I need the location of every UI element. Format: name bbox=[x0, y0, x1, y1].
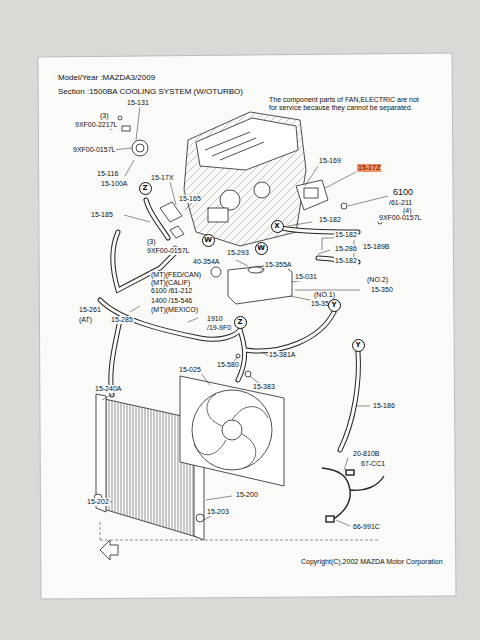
reference-circle: Y bbox=[352, 339, 365, 352]
copyright-text: Copyright(C),2002 MAZDA Motor Corporatio… bbox=[300, 558, 444, 566]
callout-number: 15-169 bbox=[318, 157, 342, 165]
callout-number: 6100 bbox=[392, 187, 414, 197]
callout-number: 67-CC1 bbox=[360, 460, 386, 468]
callout-number: 15-17Z bbox=[357, 164, 381, 172]
callout-number: /19-9F0 bbox=[206, 324, 232, 332]
header-text: Model/Year :MAZDA3/2009 bbox=[57, 73, 156, 82]
callout-number: 9XF00-0157L bbox=[146, 247, 190, 255]
callout-number: 15-031 bbox=[294, 273, 318, 281]
callout-number: (MT)(MEXICO) bbox=[150, 306, 199, 314]
callout-number: 9XF00-2217L bbox=[74, 121, 118, 129]
reference-circle: W bbox=[255, 242, 268, 255]
callout-number: /61-211 bbox=[388, 199, 413, 207]
reference-letter: Z bbox=[237, 318, 242, 326]
callout-number: 9XF00-0157L bbox=[72, 146, 116, 154]
reference-letter: X bbox=[274, 222, 279, 230]
callout-number: 15-580 bbox=[216, 361, 240, 369]
reference-letter: W bbox=[257, 244, 265, 252]
reference-letter: Y bbox=[331, 301, 336, 309]
callout-number: (3) bbox=[99, 112, 110, 120]
note-text: The component parts of FAN,ELECTRIC are … bbox=[268, 96, 420, 112]
callout-number: (NO.2) bbox=[366, 276, 389, 284]
callout-number: 15-189B bbox=[362, 243, 390, 251]
callout-number: 15-381A bbox=[268, 351, 296, 359]
reference-circle: Z bbox=[139, 182, 152, 195]
reference-circle: X bbox=[271, 220, 284, 233]
callout-number: 15-182 bbox=[318, 216, 342, 224]
callout-number: 15-350 bbox=[370, 286, 394, 294]
reference-circle: Y bbox=[328, 299, 341, 312]
callout-number: 15-100A bbox=[100, 180, 128, 188]
reference-circle: Z bbox=[234, 316, 247, 329]
callout-number: 1400 /15-546 bbox=[150, 297, 193, 305]
callout-number: 15-17X bbox=[150, 174, 175, 182]
callout-number: (MT)(CALIF) bbox=[150, 279, 191, 287]
callout-number: 15-182 bbox=[334, 231, 358, 239]
callout-number: 66-991C bbox=[352, 523, 381, 531]
callout-number: 15-202 bbox=[86, 498, 110, 506]
callout-number: (3) bbox=[146, 238, 157, 246]
callout-number: 15-182 bbox=[334, 257, 358, 265]
callout-number: 20-810B bbox=[352, 450, 380, 458]
callout-number: 15-261 bbox=[78, 306, 102, 314]
callout-number: 15-185 bbox=[90, 211, 114, 219]
callout-number: (NO.1) bbox=[313, 291, 336, 299]
callout-number: 15-286 bbox=[334, 245, 358, 253]
callout-number: 15-131 bbox=[126, 99, 150, 107]
callout-number: 9XF00-0157L bbox=[378, 214, 422, 222]
callout-number: 6100 /61-212 bbox=[150, 287, 193, 295]
reference-letter: Z bbox=[142, 184, 147, 192]
callout-number: 15-285 bbox=[110, 316, 134, 324]
reference-circle: W bbox=[202, 234, 215, 247]
callout-number: 15-203 bbox=[206, 508, 230, 516]
callout-number: 15-200 bbox=[235, 491, 259, 499]
header-text: Section :1500BA COOLING SYSTEM (W/OTURBO… bbox=[57, 87, 244, 96]
reference-letter: W bbox=[204, 236, 212, 244]
callout-number: 15-293 bbox=[226, 249, 250, 257]
callout-number: 15-116 bbox=[96, 170, 119, 178]
callout-number: 15-383 bbox=[252, 383, 276, 391]
callout-number: (AT) bbox=[78, 316, 93, 324]
callout-number: 15-025 bbox=[178, 366, 202, 374]
callout-number: 15-165 bbox=[178, 195, 202, 203]
callout-number: 1910 bbox=[206, 315, 224, 323]
callout-number: 15-186 bbox=[372, 402, 396, 410]
callout-number: 15-240A bbox=[94, 385, 122, 393]
callout-number: 40-354A bbox=[192, 258, 220, 266]
reference-letter: Y bbox=[355, 341, 360, 349]
callout-number: (MT)(FED/CAN) bbox=[150, 271, 202, 279]
callout-number: 15-355A bbox=[264, 261, 292, 269]
